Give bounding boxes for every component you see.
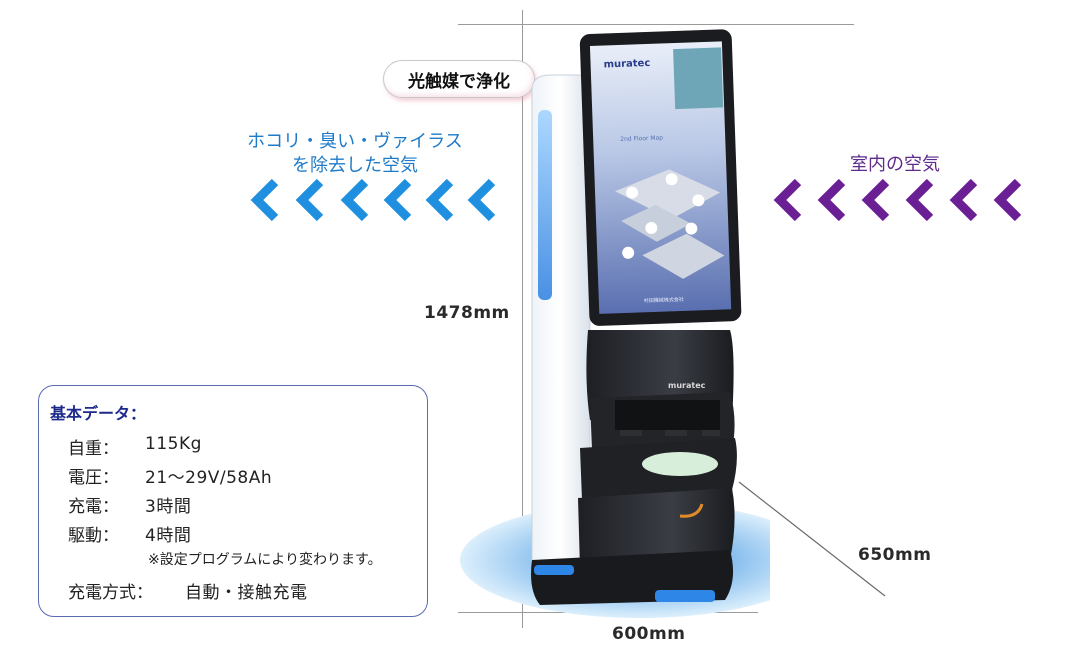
room-air-chevron-icon [773,178,802,222]
spec-value-weight: 115Kg [145,434,202,454]
room-air-chevron-icon [949,178,978,222]
clean-air-line1: ホコリ・臭い・ヴァイラス [247,131,463,152]
spec-label-run-time: 駆動： [68,526,119,546]
screen-company: 村田機械株式会社 [644,296,684,304]
room-air-chevron-icon [861,178,890,222]
spec-label-weight: 自重： [68,439,119,459]
clean-air-chevron-icon [425,178,454,222]
spec-value-charge-method: 自動・接触充電 [185,583,308,603]
screen-map-title: 2nd Floor Map [620,135,663,143]
room-air-caption: 室内の空気 [850,154,940,175]
clean-air-chevron-icon [340,178,369,222]
spec-label-charge-method: 充電方式： [68,583,153,603]
depth-guide-line [738,481,886,597]
clean-air-line2: を除去した空気 [292,155,418,176]
width-label: 600mm [612,624,686,644]
spec-label-voltage: 電圧： [68,468,119,488]
clean-air-chevron-icon [467,178,496,222]
depth-label: 650mm [858,545,932,565]
spec-note: ※設定プログラムにより変わります。 [148,552,382,568]
screen-brand: muratec [603,58,650,71]
body-brand: muratec [668,381,706,390]
basic-data-title: 基本データ： [50,404,147,423]
spec-label-charge-time: 充電： [68,497,119,517]
clean-air-chevron-icon [295,178,324,222]
photocatalyst-thought-bubble: 光触媒で浄化 [383,60,535,98]
room-air-chevron-icon [817,178,846,222]
spec-value-charge-time: 3時間 [145,497,192,517]
top-guide-line [458,24,854,25]
height-label: 1478mm [424,303,510,323]
clean-air-chevron-icon [383,178,412,222]
room-air-chevron-icon [993,178,1022,222]
clean-air-chevron-icon [250,178,279,222]
height-guide-line [522,10,523,628]
air-purifier-robot: muratec 2nd Floor Map 村田機械株式会社 muratec [460,29,770,618]
room-air-chevron-icon [905,178,934,222]
basic-data-panel [38,385,428,617]
spec-value-run-time: 4時間 [145,526,192,546]
spec-value-voltage: 21〜29V/58Ah [145,468,273,488]
clean-air-caption: ホコリ・臭い・ヴァイラス を除去した空気 [225,130,485,178]
